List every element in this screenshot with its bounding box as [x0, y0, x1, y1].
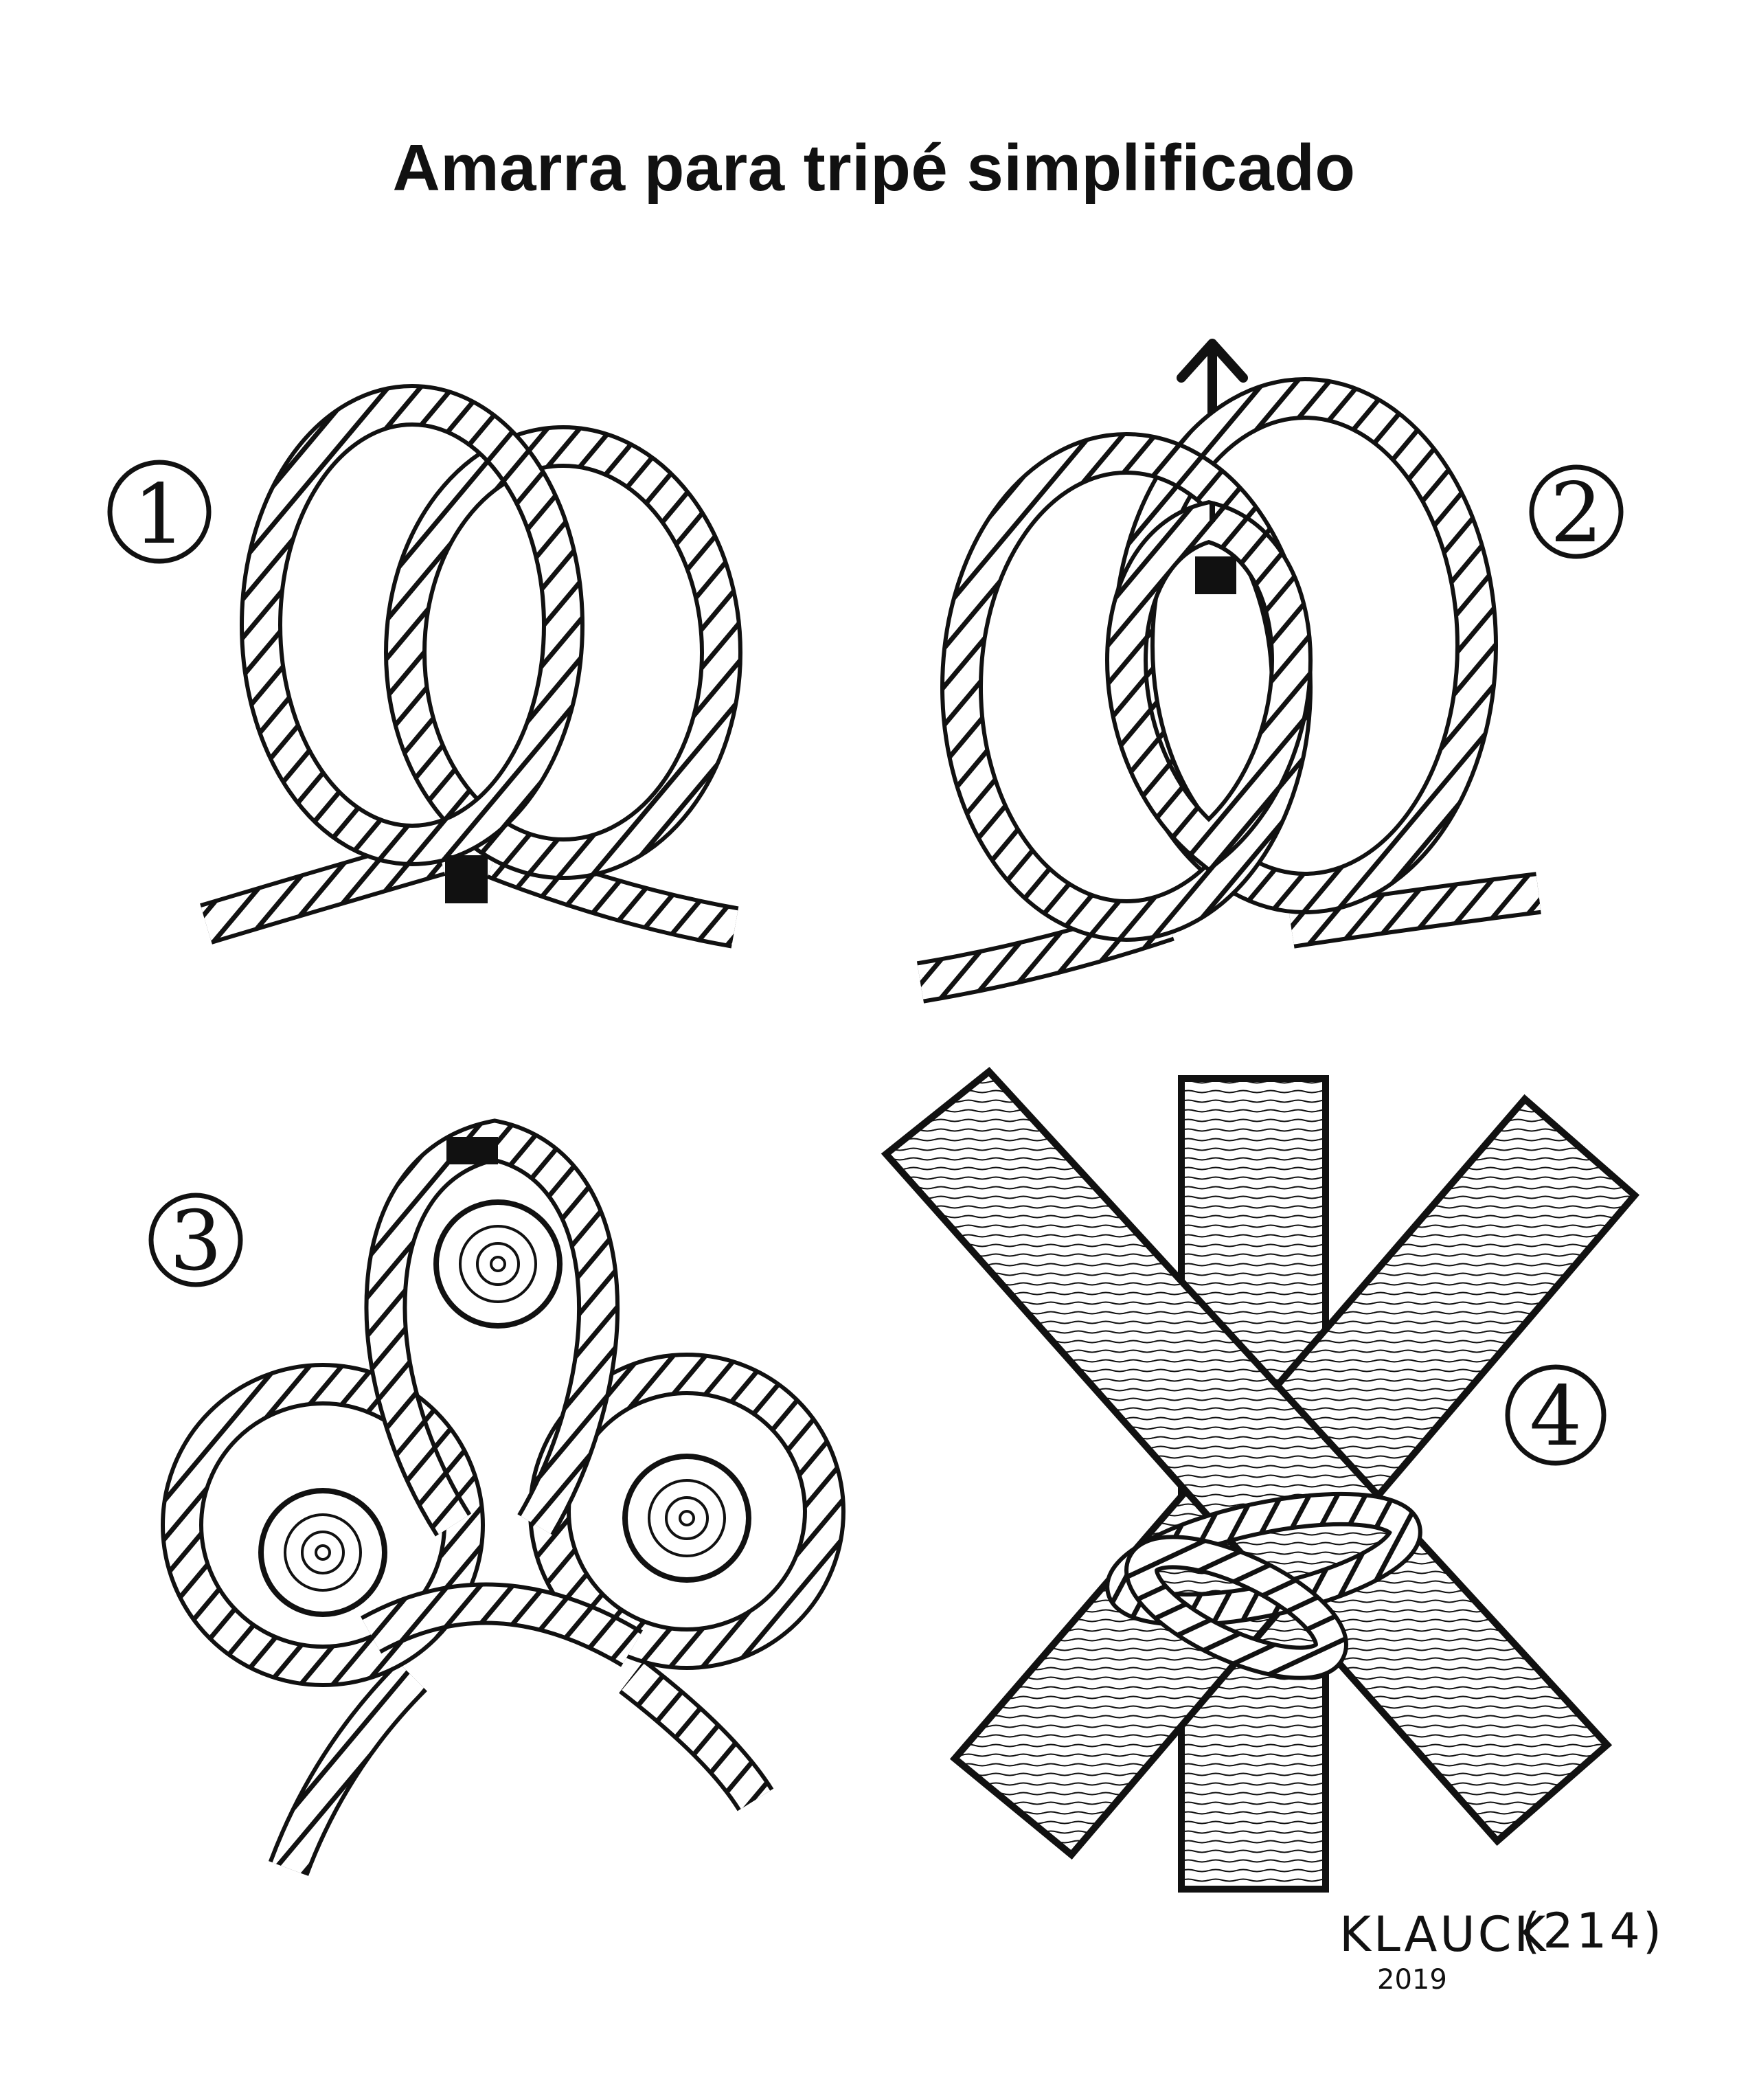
step-1-rope: [200, 384, 742, 949]
step-2-badge: [1529, 464, 1624, 559]
step-2-panel: 2: [916, 339, 1624, 1004]
marker-mark: [445, 855, 488, 903]
pole-end-left: [258, 1488, 387, 1617]
signature-name: KLAUCK: [1339, 1906, 1548, 1963]
marker-mark: [1195, 556, 1236, 594]
step-4-number: 4: [1530, 1369, 1582, 1465]
step-3-rope: [161, 1118, 845, 1876]
signature-code: (214): [1521, 1903, 1664, 1959]
step-1-badge: [107, 460, 212, 564]
signature-year: 2019: [1377, 1964, 1447, 1996]
pole-end-top: [433, 1199, 563, 1329]
step-3-panel: 3: [148, 1118, 845, 1876]
step-2-rope: [916, 377, 1541, 1004]
page-title: Amarra para tripé simplificado: [392, 131, 1356, 205]
marker-mark: [446, 1137, 498, 1164]
artist-signature: KLAUCK (214) 2019: [1339, 1903, 1664, 1996]
step-1-panel: 1: [107, 384, 742, 949]
step-3-number: 3: [170, 1194, 222, 1289]
step-4-lashing: [1105, 1491, 1422, 1680]
step-2-number: 2: [1550, 466, 1602, 561]
step-4-badge: [1505, 1364, 1607, 1466]
step-1-number: 1: [133, 467, 185, 563]
arrow-up-icon: [1177, 339, 1248, 417]
pole-end-right: [622, 1454, 751, 1583]
step-4-panel: 4: [881, 1067, 1640, 1893]
step-3-badge: [148, 1193, 243, 1287]
